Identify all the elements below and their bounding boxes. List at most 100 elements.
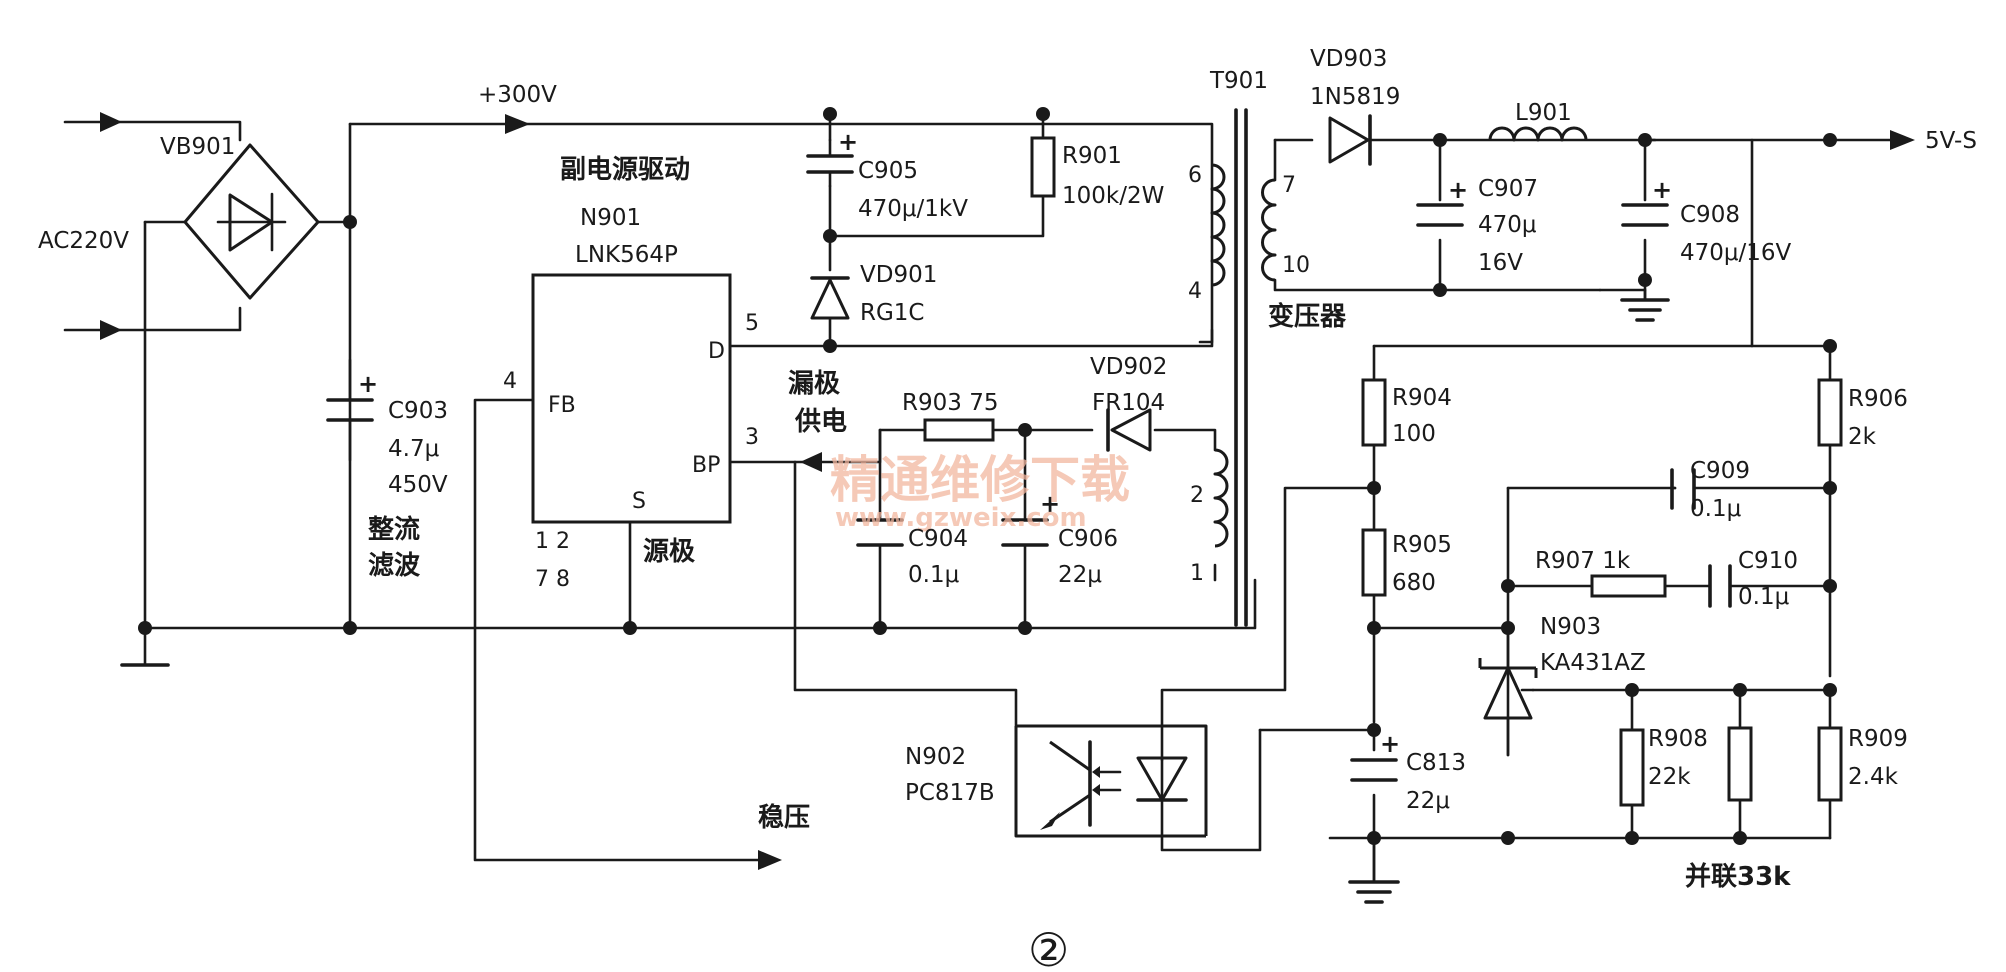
label-vd903-val: 1N5819 xyxy=(1310,84,1400,110)
capacitor-c910 xyxy=(1708,564,1732,608)
label-r906-val: 2k xyxy=(1848,424,1877,450)
capacitor-c906: + xyxy=(1001,490,1060,547)
label-r903: R903 75 xyxy=(902,390,998,416)
inductor-l901 xyxy=(1488,126,1588,142)
label-r905: R905 xyxy=(1392,532,1452,558)
label-parallel-33k: 并联33k xyxy=(1685,861,1791,892)
diode-vd902 xyxy=(1106,408,1152,452)
label-r904: R904 xyxy=(1392,385,1452,411)
bp-feed-arrow xyxy=(800,452,822,472)
winding-10: 10 xyxy=(1282,253,1310,278)
label-r901-val: 100k/2W xyxy=(1062,183,1164,209)
pin-fb: FB xyxy=(548,393,576,418)
label-r904-val: 100 xyxy=(1392,421,1436,447)
capacitor-c908: + xyxy=(1621,176,1672,227)
winding-7: 7 xyxy=(1282,173,1296,198)
label-c905-val: 470μ/1kV xyxy=(858,196,968,222)
svg-text:+: + xyxy=(1040,490,1060,518)
output-arrow xyxy=(1890,130,1915,150)
watermark: 精通维修下载 www.gzweix.com xyxy=(830,450,1130,533)
diode-vd901 xyxy=(810,276,850,320)
label-c907: C907 xyxy=(1478,176,1538,202)
resistor-r908 xyxy=(1619,728,1645,807)
label-r901: R901 xyxy=(1062,143,1122,169)
label-pc817b: PC817B xyxy=(905,780,995,806)
capacitor-c903: + xyxy=(326,358,378,462)
resistor-r904 xyxy=(1361,378,1387,447)
label-drain-pole: 漏极 xyxy=(788,369,841,399)
capacitor-c813: + xyxy=(1350,730,1400,782)
diode-vd903 xyxy=(1328,114,1372,166)
pins-7-8: 7 8 xyxy=(535,567,570,592)
label-vd901-val: RG1C xyxy=(860,300,925,326)
label-c910: C910 xyxy=(1738,548,1798,574)
label-r909-val: 2.4k xyxy=(1848,764,1899,790)
label-c903-volt: 450V xyxy=(388,472,448,498)
label-r909: R909 xyxy=(1848,726,1908,752)
resistor-r903 xyxy=(923,418,995,442)
label-c910-val: 0.1μ xyxy=(1738,584,1790,610)
label-c907-cap: 470μ xyxy=(1478,212,1537,238)
label-ac220v: AC220V xyxy=(38,228,129,254)
pin-d: D xyxy=(708,339,725,364)
resistor-r907 xyxy=(1590,574,1667,598)
label-c813: C813 xyxy=(1406,750,1466,776)
label-rectify: 整流 xyxy=(368,514,420,545)
label-c903-cap: 4.7μ xyxy=(388,436,440,462)
resistor-r906 xyxy=(1817,378,1843,447)
label-vd902: VD902 xyxy=(1090,354,1167,380)
label-power-supply: 供电 xyxy=(794,407,847,437)
label-source-pole: 源极 xyxy=(643,537,696,567)
label-c904: C904 xyxy=(908,526,968,552)
label-c904-val: 0.1μ xyxy=(908,562,960,588)
pin-3: 3 xyxy=(745,425,759,450)
figure-number: ② xyxy=(1028,923,1069,972)
pins-1-2: 1 2 xyxy=(535,529,570,554)
resistor-parallel-33k xyxy=(1727,726,1753,802)
winding-4: 4 xyxy=(1188,279,1202,304)
resistor-r901 xyxy=(1030,136,1056,198)
label-t901: T901 xyxy=(1209,68,1268,94)
pin-s: S xyxy=(632,489,646,514)
svg-text:+: + xyxy=(838,128,858,156)
ic-n901-lnk564p xyxy=(531,273,732,524)
label-n901: N901 xyxy=(580,205,641,231)
labels: VB901 AC220V +300V C903 4.7μ 450V 整流 滤波 … xyxy=(38,46,1977,972)
svg-text:+: + xyxy=(1380,730,1400,758)
capacitor-c904 xyxy=(856,518,904,547)
svg-text:+: + xyxy=(1448,176,1468,204)
transformer-t901 xyxy=(1210,108,1277,627)
ac-input-arrows xyxy=(100,112,530,340)
regulator-n903-ka431 xyxy=(1478,658,1538,757)
label-c813-val: 22μ xyxy=(1406,788,1450,814)
bridge-rectifier-vb901 xyxy=(183,143,320,300)
svg-text:+: + xyxy=(358,370,378,398)
label-vd902-val: FR104 xyxy=(1092,390,1165,416)
label-300v: +300V xyxy=(478,82,557,108)
label-r908: R908 xyxy=(1648,726,1708,752)
label-c906: C906 xyxy=(1058,526,1118,552)
label-r906: R906 xyxy=(1848,386,1908,412)
label-c905: C905 xyxy=(858,158,918,184)
capacitor-c905: + xyxy=(806,128,858,188)
label-c908: C908 xyxy=(1680,202,1740,228)
label-c909: C909 xyxy=(1690,458,1750,484)
winding-1: 1 xyxy=(1190,561,1204,586)
label-filter: 滤波 xyxy=(368,551,421,581)
label-n903: N903 xyxy=(1540,614,1601,640)
label-c908-val: 470μ/16V xyxy=(1680,240,1792,266)
label-c907-volt: 16V xyxy=(1478,250,1523,276)
watermark-title: 精通维修下载 xyxy=(830,450,1130,509)
pin-4: 4 xyxy=(503,369,517,394)
label-c906-val: 22μ xyxy=(1058,562,1102,588)
label-r908-val: 22k xyxy=(1648,764,1691,790)
winding-2: 2 xyxy=(1190,483,1204,508)
capacitor-c909 xyxy=(1670,468,1696,510)
regulation-arrow xyxy=(758,850,782,870)
label-sub-drive: 副电源驱动 xyxy=(560,155,690,185)
label-c903: C903 xyxy=(388,398,448,424)
winding-6: 6 xyxy=(1188,163,1202,188)
capacitor-c907: + xyxy=(1416,176,1468,227)
label-5v-s: 5V-S xyxy=(1925,128,1977,154)
